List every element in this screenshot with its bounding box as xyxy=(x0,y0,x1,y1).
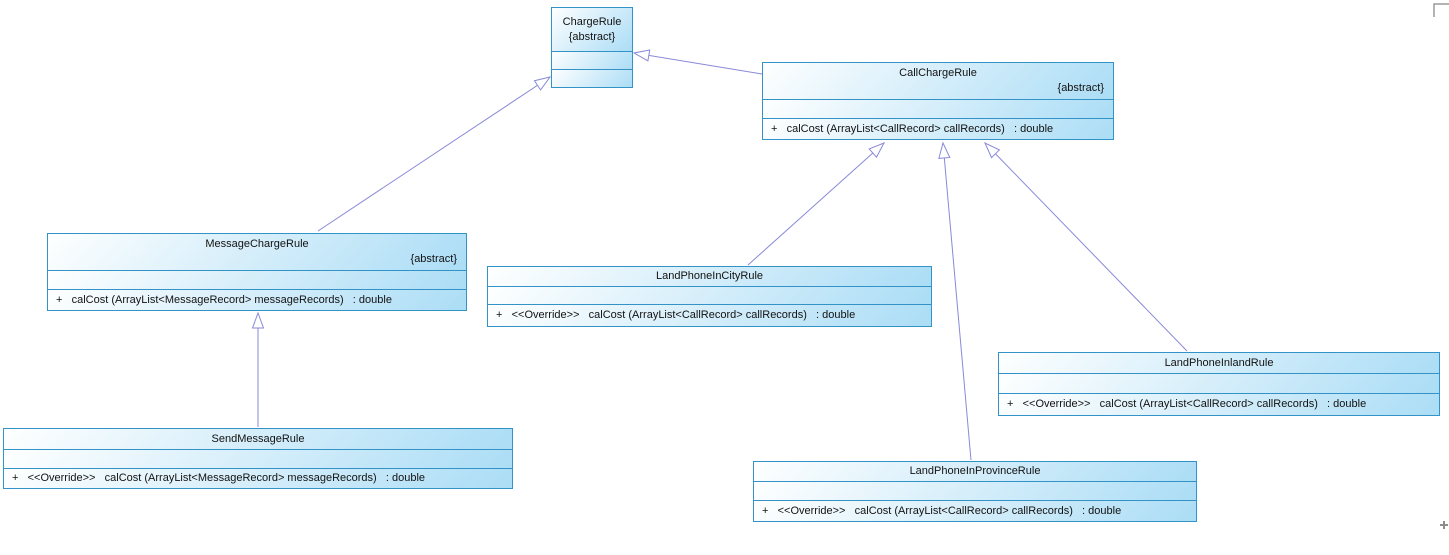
generalization-landphoneincityrule-to-callchargerule[interactable] xyxy=(747,142,886,266)
method-calcost-override: + <<Override>> calCost (ArrayList<CallRe… xyxy=(496,309,856,321)
generalization-callchargerule-to-chargerule[interactable] xyxy=(632,49,763,75)
method-calcost: + calCost (ArrayList<CallRecord> callRec… xyxy=(771,122,1054,135)
attributes-compartment[interactable] xyxy=(763,99,1113,118)
class-landphoneinlandrule-title: LandPhoneInlandRule xyxy=(999,353,1439,373)
attributes-compartment[interactable] xyxy=(999,373,1439,393)
abstract-stereotype: {abstract} xyxy=(1057,82,1104,94)
class-name: LandPhoneInCityRule xyxy=(655,270,764,282)
class-name: ChargeRule xyxy=(562,15,622,28)
class-messagechargerule-title: MessageChargeRule {abstract} xyxy=(48,234,466,270)
class-landphoneincityrule-title: LandPhoneInCityRule xyxy=(488,267,931,286)
methods-compartment[interactable]: + <<Override>> calCost (ArrayList<CallRe… xyxy=(754,500,1196,521)
methods-compartment[interactable]: + <<Override>> calCost (ArrayList<CallRe… xyxy=(999,393,1439,415)
class-sendmessagerule-title: SendMessageRule xyxy=(4,429,512,449)
methods-compartment[interactable]: + <<Override>> calCost (ArrayList<Messag… xyxy=(4,468,512,488)
class-landphoneinprovincerule-title: LandPhoneInProvinceRule xyxy=(754,462,1196,481)
class-landphoneincityrule[interactable]: LandPhoneInCityRule + <<Override>> calCo… xyxy=(487,266,932,327)
class-name: CallChargeRule xyxy=(899,67,977,79)
generalization-landphoneinlandrule-to-callchargerule[interactable] xyxy=(983,141,1188,352)
class-name: LandPhoneInlandRule xyxy=(1164,356,1274,369)
class-name: MessageChargeRule xyxy=(205,238,309,250)
attributes-compartment[interactable] xyxy=(48,270,466,289)
generalization-messagechargerule-to-chargerule[interactable] xyxy=(317,76,552,232)
class-chargerule[interactable]: ChargeRule {abstract} xyxy=(551,7,633,88)
class-name: SendMessageRule xyxy=(211,432,305,445)
attributes-compartment[interactable] xyxy=(488,286,931,304)
methods-compartment[interactable]: + <<Override>> calCost (ArrayList<CallRe… xyxy=(488,304,931,326)
class-messagechargerule[interactable]: MessageChargeRule {abstract} + calCost (… xyxy=(47,233,467,311)
method-calcost-override: + <<Override>> calCost (ArrayList<CallRe… xyxy=(1007,398,1367,410)
page-boundary-corner-mark xyxy=(1433,3,1449,17)
abstract-stereotype: {abstract} xyxy=(568,30,616,43)
method-calcost-override: + <<Override>> calCost (ArrayList<CallRe… xyxy=(762,504,1122,517)
methods-compartment[interactable] xyxy=(552,69,632,87)
method-calcost-override: + <<Override>> calCost (ArrayList<Messag… xyxy=(12,472,425,484)
methods-compartment[interactable]: + calCost (ArrayList<CallRecord> callRec… xyxy=(763,118,1113,139)
abstract-stereotype: {abstract} xyxy=(410,253,457,265)
class-chargerule-title: ChargeRule {abstract} xyxy=(552,8,632,51)
class-callchargerule[interactable]: CallChargeRule {abstract} + calCost (Arr… xyxy=(762,62,1114,140)
attributes-compartment[interactable] xyxy=(4,449,512,468)
generalization-landphoneinprovincerule-to-callchargerule[interactable] xyxy=(938,141,972,461)
methods-compartment[interactable]: + calCost (ArrayList<MessageRecord> mess… xyxy=(48,289,466,310)
attributes-compartment[interactable] xyxy=(754,481,1196,500)
class-landphoneinprovincerule[interactable]: LandPhoneInProvinceRule + <<Override>> c… xyxy=(753,461,1197,522)
class-landphoneinlandrule[interactable]: LandPhoneInlandRule + <<Override>> calCo… xyxy=(998,352,1440,416)
page-boundary-cross-mark xyxy=(1440,521,1448,529)
class-callchargerule-title: CallChargeRule {abstract} xyxy=(763,63,1113,99)
class-name: LandPhoneInProvinceRule xyxy=(909,465,1041,477)
attributes-compartment[interactable] xyxy=(552,51,632,69)
method-calcost: + calCost (ArrayList<MessageRecord> mess… xyxy=(56,293,392,306)
class-sendmessagerule[interactable]: SendMessageRule + <<Override>> calCost (… xyxy=(3,428,513,489)
